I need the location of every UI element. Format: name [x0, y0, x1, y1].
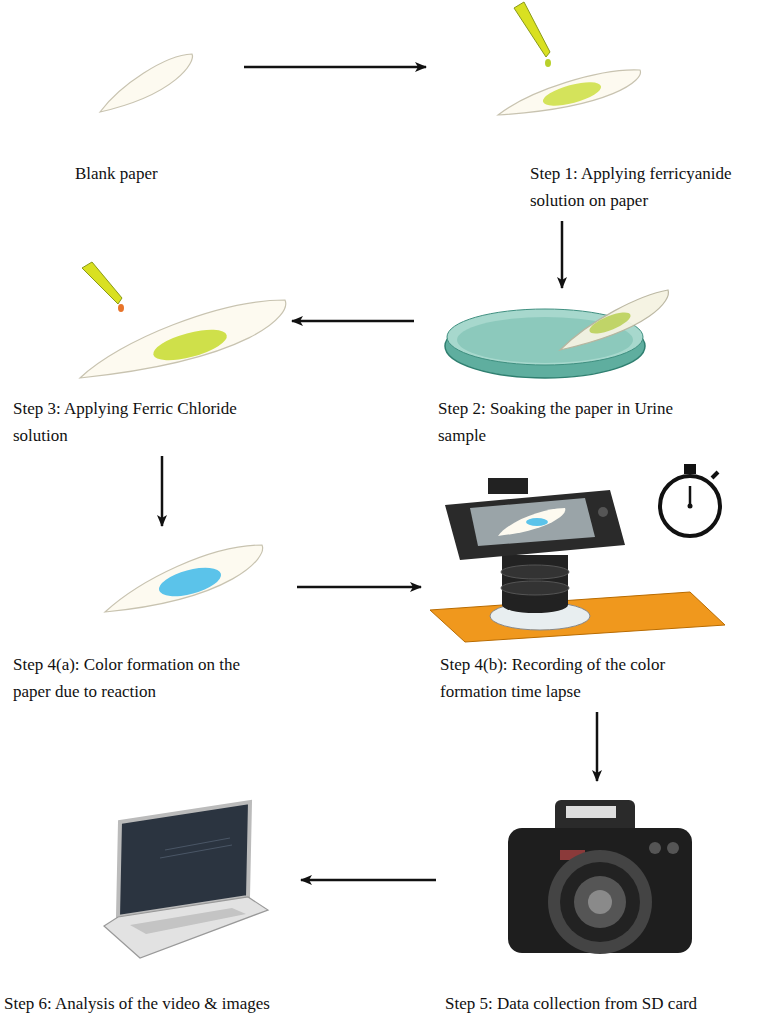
step-node: Step 5: Data collection from SD card: [440, 785, 763, 1016]
paper: [498, 70, 640, 115]
lens: [548, 850, 652, 954]
step2-illustration: [445, 290, 668, 378]
screen-glare: [165, 838, 230, 850]
step-caption: Blank paper: [75, 160, 225, 187]
camera-body: [508, 828, 692, 953]
screen-glare: [160, 845, 232, 858]
step-node: Blank paper: [70, 40, 240, 190]
stopwatch-side-button: [712, 472, 718, 478]
lens-ring: [502, 597, 568, 613]
step-caption: Step 2: Soaking the paper in Urine sampl…: [438, 395, 693, 449]
screen-spot: [526, 518, 548, 526]
paper: [100, 54, 192, 112]
camera-button: [649, 842, 661, 854]
step-caption: Step 6: Analysis of the video & images: [4, 990, 294, 1016]
camera-body: [445, 490, 625, 560]
flow-arrow: [561, 221, 564, 288]
step-node: Step 4(b): Recording of the color format…: [425, 458, 763, 708]
flow-arrow: [292, 320, 414, 323]
flow-arrow: [244, 66, 426, 69]
laptop-keyboard: [130, 908, 246, 934]
lens: [560, 862, 640, 942]
step-node: Step 3: Applying Ferric Chloride solutio…: [8, 262, 288, 452]
ferricyanide-spot: [541, 78, 604, 111]
paper-spot: [150, 324, 230, 367]
step-node: Step 6: Analysis of the video & images: [2, 790, 297, 1016]
camera-top: [488, 478, 528, 494]
lens: [588, 890, 612, 914]
flow-arrow: [161, 456, 164, 526]
paper: [560, 290, 668, 350]
paper: [80, 300, 286, 378]
step4b-illustration: [430, 464, 725, 642]
step-caption: Step 1: Applying ferricyanide solution o…: [530, 160, 760, 214]
drop: [545, 59, 551, 67]
lens-ring: [501, 581, 569, 595]
camera-flash: [566, 806, 616, 818]
camera-button: [667, 842, 679, 854]
flow-arrow: [301, 879, 436, 882]
blue-spot: [156, 562, 224, 602]
blank-paper: [100, 54, 192, 112]
step6-laptop: [104, 802, 268, 958]
laptop-base: [104, 897, 268, 958]
petri-dish-rim: [447, 309, 643, 365]
screen-paper: [498, 508, 565, 536]
camera-screen: [470, 498, 595, 546]
step-caption: Step 4(b): Recording of the color format…: [440, 651, 695, 705]
camera-button: [598, 507, 608, 517]
paper-spot: [587, 308, 633, 337]
stopwatch-button: [684, 464, 696, 474]
lens-ring: [501, 565, 569, 579]
step3-illustration: [80, 262, 286, 378]
pipette: [82, 262, 122, 304]
step4a-illustration: [105, 545, 263, 612]
step-caption: Step 5: Data collection from SD card: [445, 990, 745, 1016]
flow-arrow: [596, 712, 599, 781]
step-caption: Step 3: Applying Ferric Chloride solutio…: [13, 395, 258, 449]
step-caption: Step 4(a): Color formation on the paper …: [13, 651, 268, 705]
stopwatch: [660, 476, 720, 536]
lens: [574, 876, 626, 928]
step1-illustration: [498, 2, 640, 115]
step-node: Step 1: Applying ferricyanide solution o…: [430, 0, 763, 217]
step5-camera: [508, 800, 692, 954]
ferric-chloride-drop: [118, 304, 124, 312]
pipette: [514, 2, 550, 57]
step-node: Step 2: Soaking the paper in Urine sampl…: [418, 292, 763, 452]
stopwatch-pivot: [688, 504, 693, 509]
step-node: Step 4(a): Color formation on the paper …: [8, 530, 293, 710]
flow-arrow: [297, 586, 421, 589]
slide-plate: [430, 592, 725, 642]
paper: [105, 545, 263, 612]
stopwatch-hand: [689, 486, 692, 506]
